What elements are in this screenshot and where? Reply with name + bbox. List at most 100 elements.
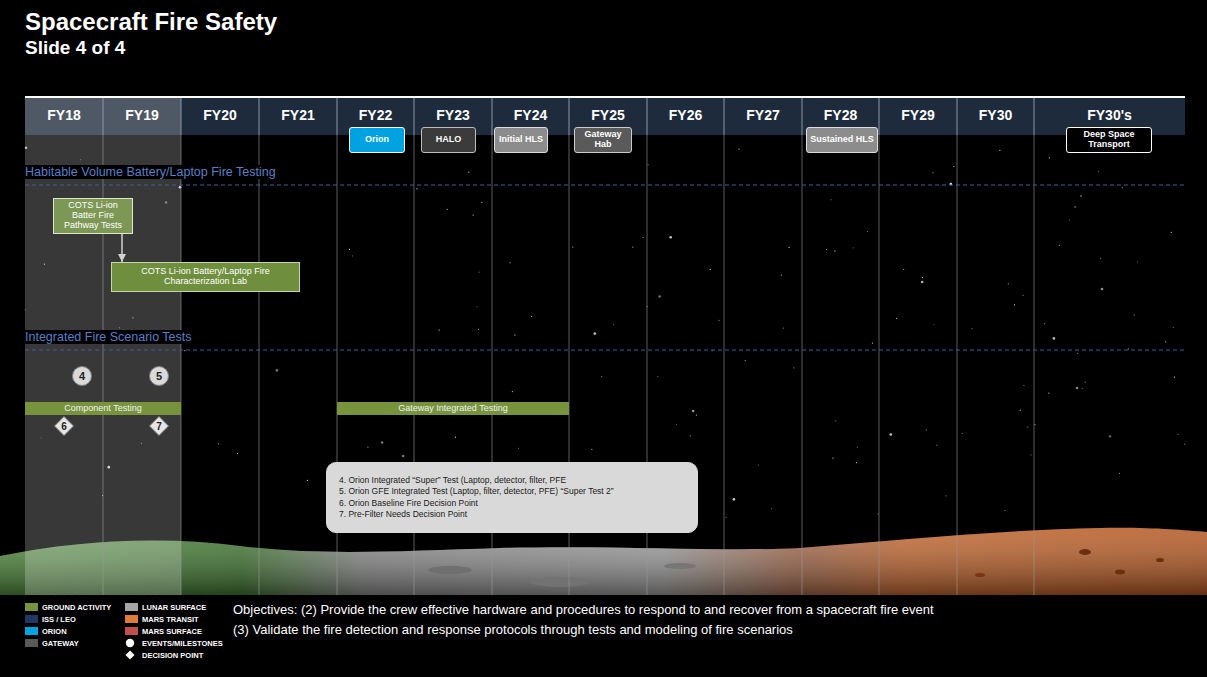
star-dot (718, 320, 719, 321)
legend-swatch (125, 627, 138, 635)
year-grid-line (259, 135, 260, 595)
star-dot (1101, 288, 1104, 291)
star-dot (856, 462, 857, 463)
star-dot (572, 246, 573, 247)
legend-text: EVENTS/MILESTONES (142, 639, 223, 648)
star-dot (710, 269, 711, 270)
star-dot (783, 327, 784, 328)
node-label: Gateway Hab (578, 130, 628, 150)
legend-swatch (25, 639, 38, 647)
legend-shape-sample (125, 638, 138, 648)
star-dot (1076, 387, 1079, 390)
star-dot (903, 269, 904, 270)
fiscal-year-header: FY30 (979, 107, 1012, 123)
connector-group (122, 234, 123, 262)
star-dot (1109, 435, 1112, 438)
node-label: 6 (61, 421, 67, 432)
milestone-box: HALO (421, 127, 476, 153)
legend-text: ISS / LEO (42, 615, 76, 624)
legend-swatch (125, 615, 138, 623)
star-dot (1173, 327, 1174, 328)
legend-swatch (25, 603, 38, 611)
star-dot (658, 295, 661, 298)
legend-text: LUNAR SURFACE (142, 603, 206, 612)
star-dot (1074, 206, 1075, 207)
mars-rock (1079, 549, 1091, 555)
star-dot (648, 164, 649, 165)
decision-diamond: 6 (54, 416, 74, 436)
header-cell-separator (1034, 97, 1035, 135)
star-dot (473, 214, 474, 215)
star-dot (1174, 376, 1175, 377)
legend-entry: MARS SURFACE (125, 626, 202, 636)
star-dot (632, 247, 633, 248)
star-dot (692, 410, 695, 413)
star-dot (872, 343, 873, 344)
star-dot (512, 391, 513, 392)
milestone-box: Orion (349, 127, 405, 153)
legend-entry: MARS TRANSIT (125, 614, 199, 624)
star-dot (478, 329, 479, 330)
flow-arrow (121, 234, 123, 262)
legend-text: MARS SURFACE (142, 627, 202, 636)
fiscal-year-header: FY18 (47, 107, 80, 123)
circle-shape (150, 367, 169, 386)
fiscal-year-header: FY28 (824, 107, 857, 123)
star-dot (643, 237, 644, 238)
star-dot (926, 429, 927, 430)
star-dot (1020, 410, 1021, 411)
legend-entry: LUNAR SURFACE (125, 602, 206, 612)
star-dot (945, 495, 946, 496)
star-dot (593, 332, 596, 335)
star-dot (591, 449, 592, 450)
milestone-box: Deep Space Transport (1066, 127, 1152, 153)
objective-note: Objectives: (2) Provide the crew effecti… (233, 603, 934, 618)
circle-shape (73, 367, 92, 386)
star-dot (531, 316, 532, 317)
star-dot (1085, 382, 1086, 383)
star-dot (1128, 348, 1129, 349)
mars-rock (1156, 558, 1164, 562)
star-dot (218, 443, 219, 444)
node-label: 7 (156, 421, 162, 432)
decision-diamond: 7 (149, 416, 169, 436)
star-dot (613, 324, 614, 325)
star-dot (834, 250, 835, 251)
star-dot (1004, 510, 1005, 511)
legend-entry: GATEWAY (25, 638, 79, 648)
legend-text: MARS TRANSIT (142, 615, 199, 624)
star-dot (1049, 157, 1050, 158)
legend-entry: ORION (25, 626, 67, 636)
header-cell-separator (879, 97, 880, 135)
star-dot (896, 318, 897, 319)
star-dot (690, 435, 691, 436)
activity-bar: Gateway Integrated Testing (337, 402, 569, 415)
legend-entry: DECISION POINT (125, 650, 203, 660)
star-dot (1177, 434, 1178, 435)
lunar-crater (428, 566, 472, 574)
note-line: 4. Orion Integrated “Super” Test (Laptop… (339, 475, 685, 486)
star-dot (402, 455, 405, 458)
star-dot (1069, 220, 1070, 221)
star-dot (669, 236, 672, 239)
star-dot (738, 149, 739, 150)
star-dot (1171, 232, 1172, 233)
star-dot (771, 508, 772, 509)
diamond-shape (150, 417, 169, 436)
star-dot (601, 376, 602, 377)
fiscal-year-header: FY24 (514, 107, 547, 123)
star-dot (971, 328, 972, 329)
star-dot (788, 247, 789, 248)
star-dot (745, 360, 746, 361)
star-dot (352, 255, 353, 256)
node-label: Orion (365, 135, 389, 145)
section-divider (25, 185, 1185, 186)
star-dot (832, 457, 833, 458)
fiscal-year-header: FY27 (746, 107, 779, 123)
legend-entry: GROUND ACTIVITY (25, 602, 111, 612)
star-dot (781, 275, 782, 276)
star-dot (1100, 258, 1101, 259)
milestone-box: Gateway Hab (574, 127, 632, 153)
star-dot (853, 247, 854, 248)
node-label: Gateway Integrated Testing (398, 404, 507, 414)
